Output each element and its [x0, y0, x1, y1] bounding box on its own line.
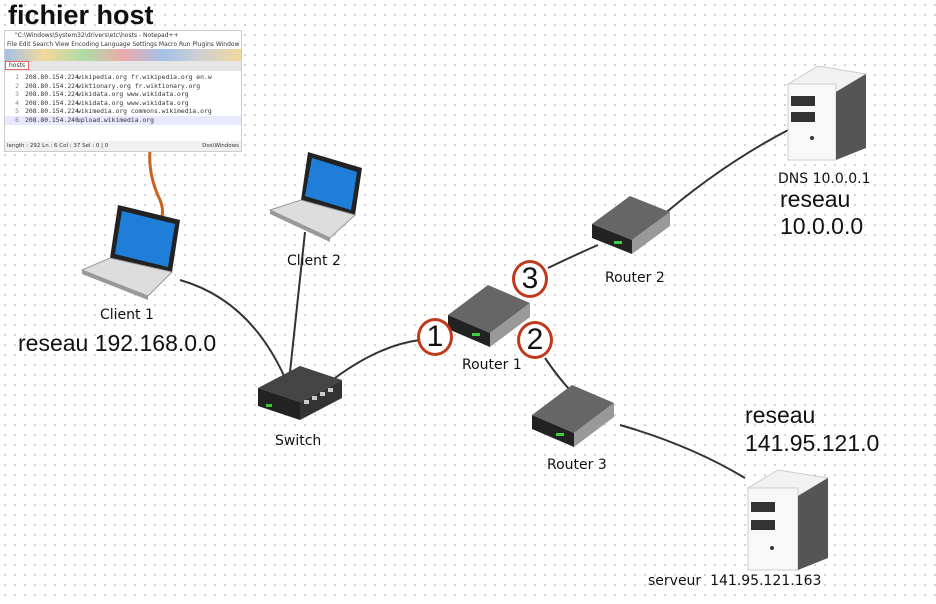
link-router3-server [619, 424, 746, 479]
link-client2-switch [289, 231, 306, 373]
label-router2: Router 2 [605, 270, 665, 286]
router-icon-router2 [592, 196, 670, 254]
menu-item: Edit [18, 41, 31, 48]
menu-item: Window [215, 41, 240, 48]
diagram-title: fichier host [8, 0, 154, 30]
line-hosts: wikipedia.org fr.wikipedia.org en.w [77, 73, 212, 81]
status-right: Dos\Windows [202, 143, 239, 149]
interface-marker-1: 1 [417, 318, 453, 356]
link-switch-router1 [334, 339, 421, 379]
status-left: length : 292 Ln : 6 Col : 37 Sel : 0 | 0 [7, 143, 109, 149]
label-server: serveur 141.95.121.163 [648, 573, 822, 589]
server-icon-web [746, 469, 830, 571]
label-switch: Switch [275, 433, 322, 449]
line-hosts: wikidata.org www.wikidata.org [77, 90, 189, 99]
network-label-dns: 10.0.0.0 [780, 213, 864, 239]
line-ip: 208.80.154.224 [25, 98, 79, 107]
label-router3: Router 3 [547, 457, 607, 473]
link-router1-router3 [544, 357, 573, 393]
line-ip: 208.80.154.224 [25, 90, 79, 99]
line-hosts: wikimedia.org commons.wikimedia.org [77, 107, 212, 116]
network-label-server: 141.95.121.0 [745, 430, 880, 456]
line-ip: 208.80.154.224 [25, 81, 79, 90]
line-ip: 208.80.154.224 [25, 107, 79, 116]
line-hosts: wiktionary.org fr.wiktionary.org [77, 81, 201, 90]
menu-item: Run [178, 41, 191, 48]
line-number: 6 [15, 115, 19, 124]
menu-item: Plugins [192, 41, 214, 48]
notepad-toolbar [5, 49, 241, 61]
label-router1: Router 1 [462, 357, 522, 373]
link-router2-dns [654, 127, 793, 223]
interface-marker-2: 2 [517, 321, 553, 359]
label-client1: Client 1 [100, 307, 154, 323]
cable-orange [148, 149, 164, 223]
notepad-tabs: hosts [5, 61, 241, 71]
router-icon-router1 [448, 285, 530, 347]
notepad-title: "C:\Windows\System32\drivers\etc\hosts -… [5, 31, 241, 40]
line-hosts: wikidata.org www.wikidata.org [77, 98, 189, 107]
line-ip: 208.80.154.240 [25, 115, 79, 124]
notepad-menu: File Edit Search View Encoding Language … [5, 40, 241, 49]
label-dns: DNS 10.0.0.1 [778, 171, 871, 187]
menu-item: Encoding [71, 41, 99, 48]
server-icon-dns [786, 65, 868, 161]
notepad-hosts-screenshot: "C:\Windows\System32\drivers\etc\hosts -… [4, 30, 242, 152]
menu-item: Settings [132, 41, 157, 48]
line-number: 2 [15, 81, 19, 90]
network-label-lan: reseau 192.168.0.0 [18, 330, 217, 356]
laptop-icon-client2 [268, 152, 362, 242]
menu-item: Macro [158, 41, 178, 48]
line-number: 5 [15, 107, 19, 116]
switch-icon [258, 366, 342, 420]
router-icon-router3 [532, 385, 614, 447]
network-label-server-word: reseau [745, 402, 816, 428]
network-label-dns-word: reseau [780, 186, 851, 212]
menu-item: Search [32, 41, 54, 48]
line-hosts: upload.wikimedia.org [77, 115, 154, 124]
line-ip: 208.80.154.224 [25, 73, 79, 81]
line-number: 4 [15, 98, 19, 107]
link-router1-router2 [547, 244, 599, 269]
link-client1-switch [179, 279, 286, 379]
notepad-statusbar: length : 292 Ln : 6 Col : 37 Sel : 0 | 0… [5, 141, 241, 151]
laptop-icon-client1 [80, 205, 180, 300]
interface-marker-3: 3 [512, 260, 548, 298]
tab-hosts: hosts [5, 61, 30, 70]
menu-item: Language [100, 41, 131, 48]
menu-item: View [55, 41, 70, 48]
menu-item: File [7, 41, 18, 48]
line-number: 3 [15, 90, 19, 99]
label-client2: Client 2 [287, 253, 341, 269]
line-number: 1 [15, 73, 19, 81]
